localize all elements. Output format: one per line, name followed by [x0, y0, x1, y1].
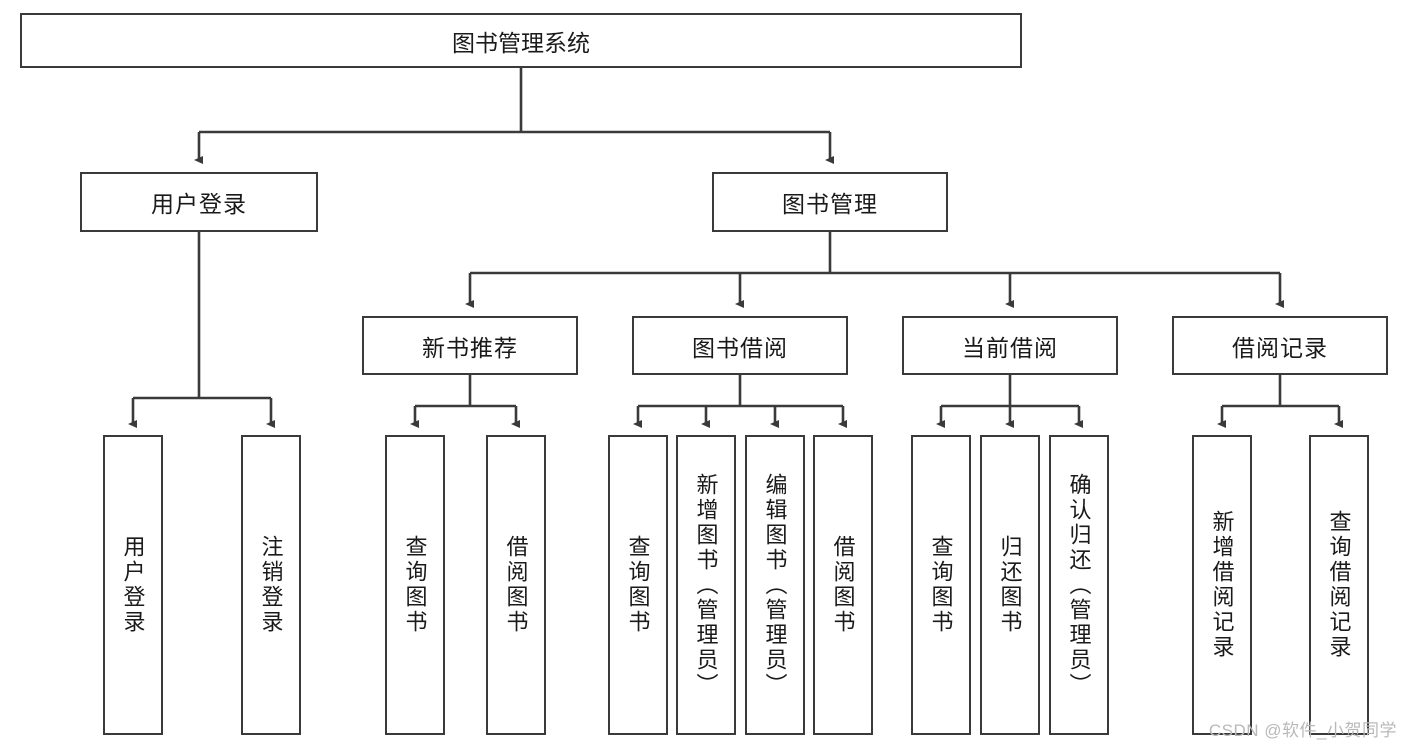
node-label: 新书推荐 — [422, 334, 518, 361]
node-leaf-borrow-book-2[interactable]: 借阅图书 — [813, 435, 873, 735]
node-label: 注销登录 — [258, 535, 284, 635]
node-leaf-add-record[interactable]: 新增借阅记录 — [1192, 435, 1252, 735]
node-label: 新增借阅记录 — [1209, 510, 1235, 660]
node-leaf-query-book-2[interactable]: 查询图书 — [608, 435, 668, 735]
node-label: 图书借阅 — [692, 334, 788, 361]
node-label: 用户登录 — [120, 535, 146, 635]
node-label: 查询图书 — [928, 535, 954, 635]
node-leaf-add-book[interactable]: 新增图书（管理员） — [676, 435, 736, 735]
watermark-text: CSDN @软件_小贺同学 — [1208, 721, 1397, 740]
node-label: 借阅图书 — [830, 535, 856, 635]
node-root-system[interactable]: 图书管理系统 — [20, 13, 1022, 68]
node-label: 借阅图书 — [503, 535, 529, 635]
node-borrow-record[interactable]: 借阅记录 — [1172, 316, 1388, 375]
node-leaf-borrow-book-1[interactable]: 借阅图书 — [486, 435, 546, 735]
node-label: 用户登录 — [151, 191, 247, 217]
node-leaf-query-book-1[interactable]: 查询图书 — [385, 435, 445, 735]
node-current-borrow[interactable]: 当前借阅 — [902, 316, 1118, 375]
node-user-login[interactable]: 用户登录 — [80, 172, 318, 232]
node-leaf-return-book[interactable]: 归还图书 — [980, 435, 1040, 735]
node-label: 确认归还（管理员） — [1066, 472, 1092, 698]
node-leaf-confirm-return[interactable]: 确认归还（管理员） — [1049, 435, 1109, 735]
node-label: 查询图书 — [402, 535, 428, 635]
node-label: 图书管理系统 — [452, 29, 590, 56]
node-label: 图书管理 — [782, 191, 878, 217]
node-leaf-edit-book[interactable]: 编辑图书（管理员） — [745, 435, 805, 735]
node-label: 归还图书 — [997, 535, 1023, 635]
node-leaf-user-login[interactable]: 用户登录 — [103, 435, 163, 735]
node-book-borrow[interactable]: 图书借阅 — [632, 316, 848, 375]
node-label: 新增图书（管理员） — [693, 472, 719, 698]
node-leaf-query-book-3[interactable]: 查询图书 — [911, 435, 971, 735]
node-book-management[interactable]: 图书管理 — [712, 172, 948, 232]
node-label: 编辑图书（管理员） — [762, 472, 788, 698]
node-new-book-recommend[interactable]: 新书推荐 — [362, 316, 578, 375]
node-leaf-user-logout[interactable]: 注销登录 — [241, 435, 301, 735]
node-label: 借阅记录 — [1232, 334, 1328, 361]
node-label: 当前借阅 — [962, 334, 1058, 361]
node-label: 查询借阅记录 — [1326, 510, 1352, 660]
node-leaf-query-record[interactable]: 查询借阅记录 — [1309, 435, 1369, 735]
node-label: 查询图书 — [625, 535, 651, 635]
